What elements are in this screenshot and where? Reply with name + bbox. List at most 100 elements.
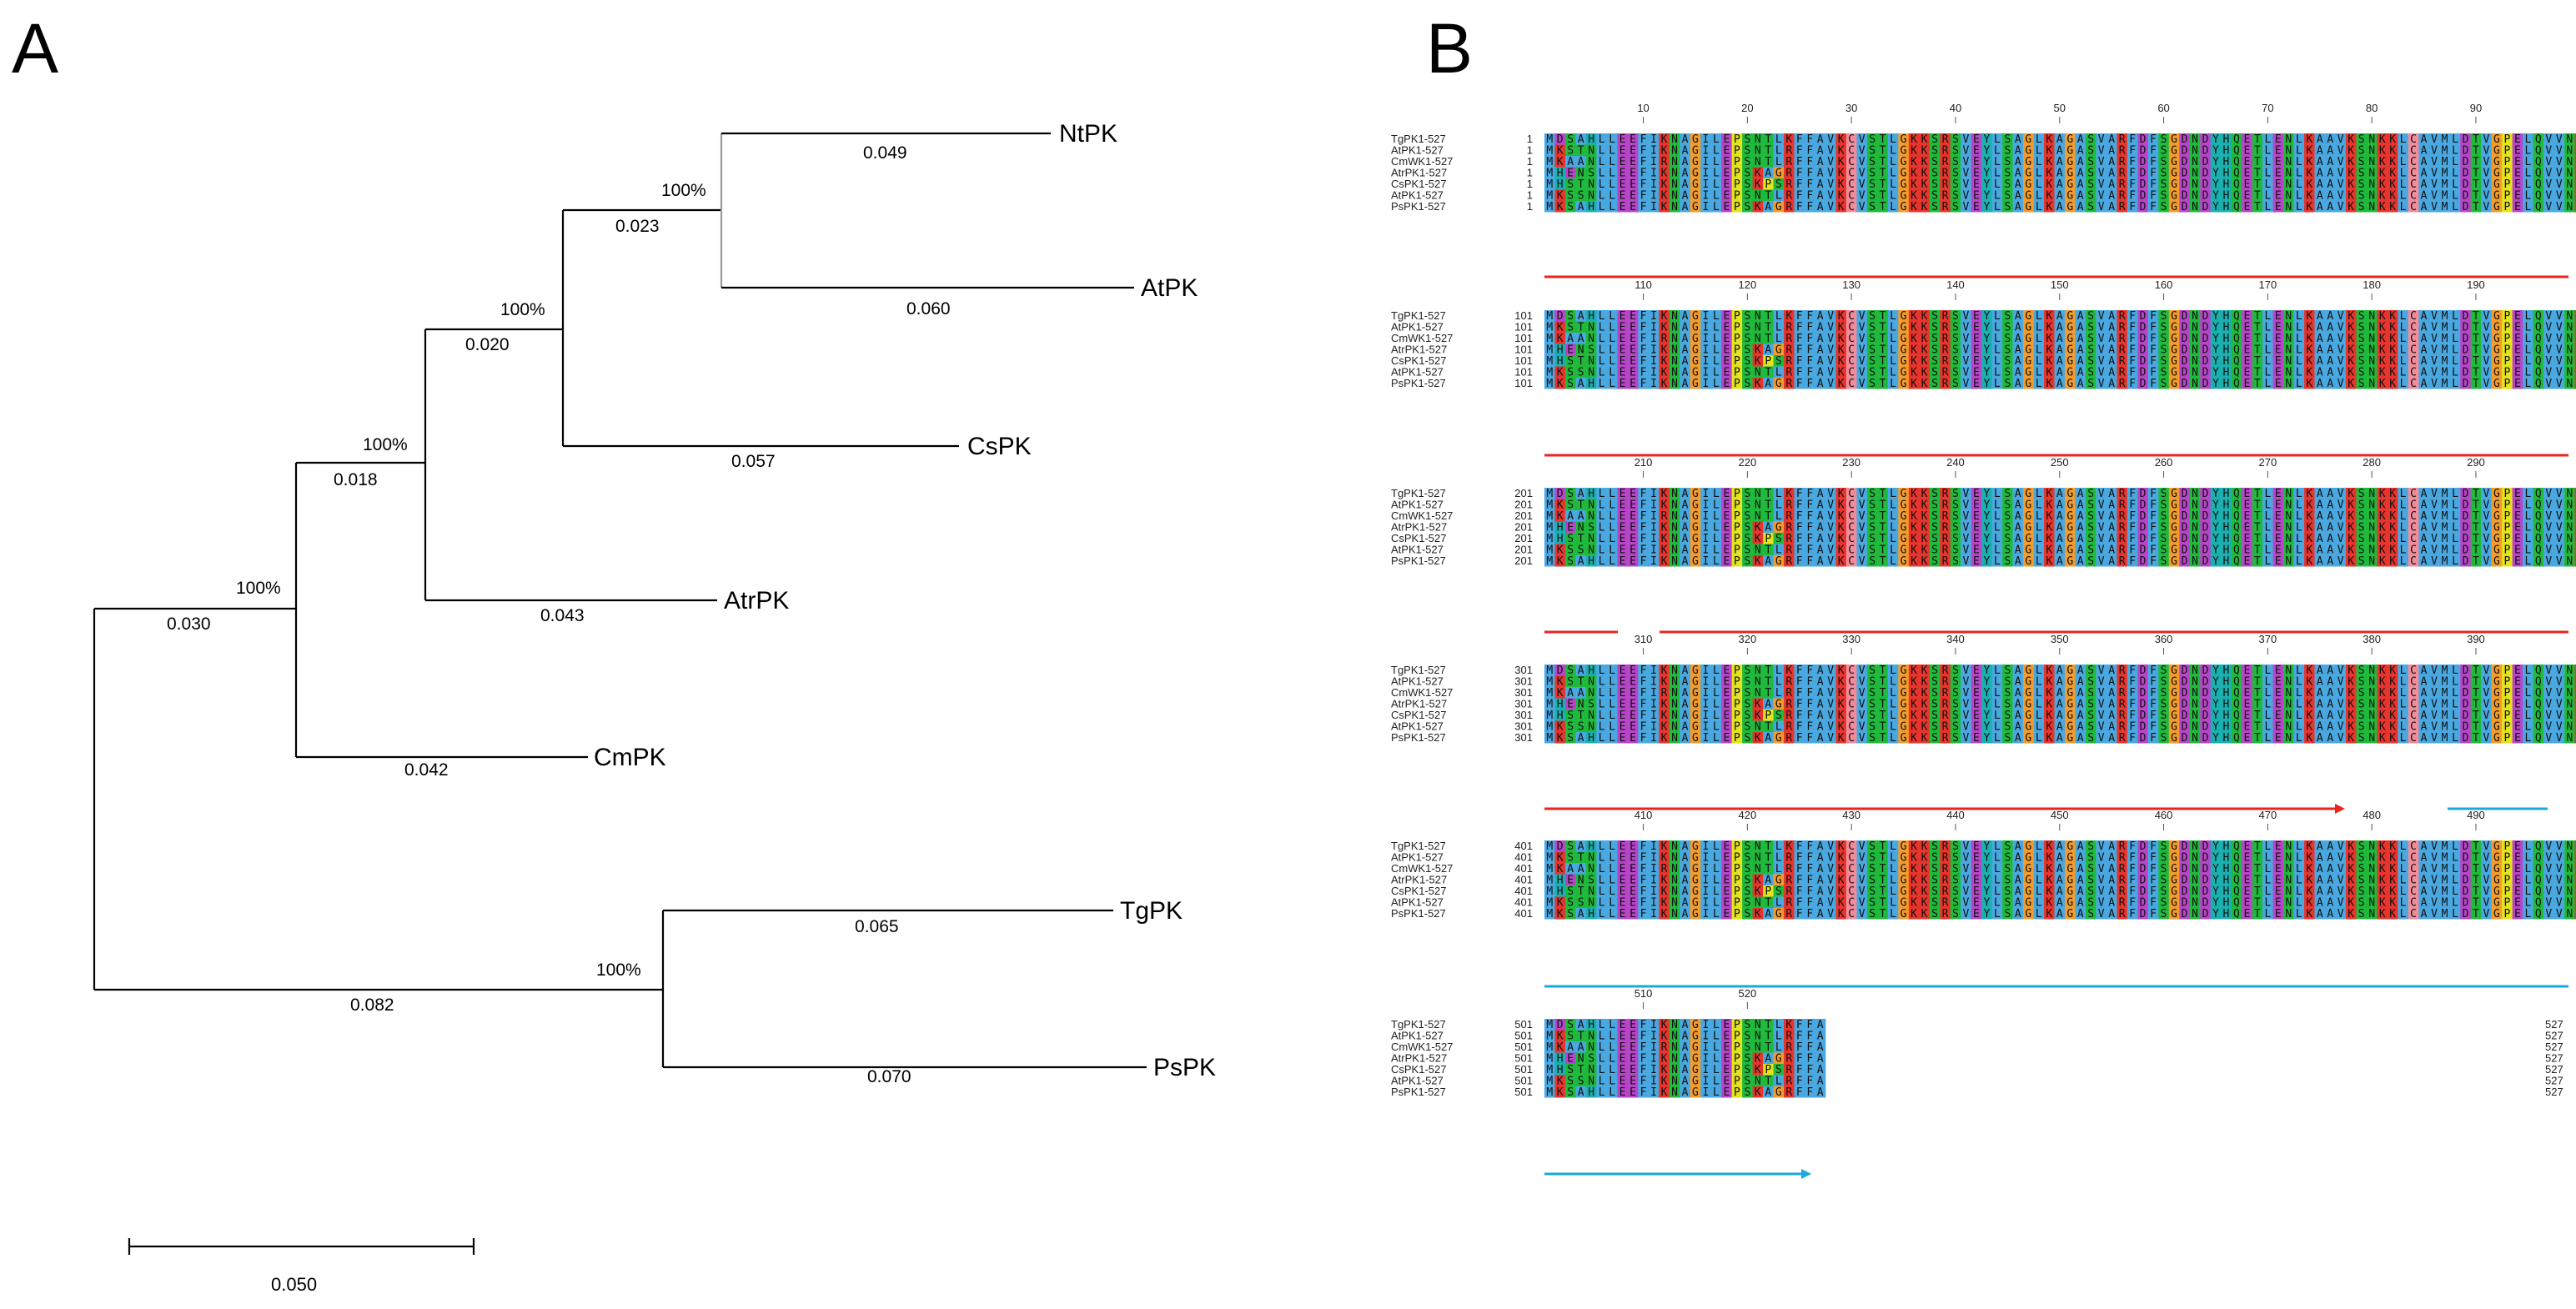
residue-letter: A <box>1578 201 1584 213</box>
residue-letter: E <box>1619 555 1626 568</box>
residue-letter: Y <box>2212 201 2219 213</box>
residue-letter: A <box>1682 133 1689 146</box>
residue-letter: A <box>1682 378 1689 390</box>
residue-letter: R <box>1942 378 1949 390</box>
residue-cell <box>1991 133 2003 145</box>
residue-letter: G <box>1692 201 1699 213</box>
residue-letter: N <box>1671 133 1678 146</box>
residue-letter: V <box>2545 201 2552 213</box>
residue-letter: M <box>2442 555 2448 568</box>
residue-letter: R <box>1785 378 1792 390</box>
residue-letter: V <box>2431 555 2438 568</box>
residue-letter: A <box>1765 201 1771 213</box>
residue-letter: G <box>2066 555 2073 568</box>
residue-letter: R <box>1942 133 1949 146</box>
residue-letter: E <box>1973 133 1980 146</box>
residue-letter: D <box>2463 555 2469 568</box>
bootstrap-label: 100% <box>596 960 641 980</box>
residue-letter: E <box>1973 378 1980 390</box>
residue-letter: N <box>2285 555 2292 568</box>
residue-letter: K <box>2379 378 2386 390</box>
residue-letter: D <box>2463 201 2469 213</box>
residue-cell <box>1638 133 1650 145</box>
residue-letter: K <box>1755 378 1761 390</box>
residue-letter: L <box>2036 378 2042 390</box>
residue-letter: R <box>1785 555 1792 568</box>
residue-letter: Y <box>1983 201 1990 213</box>
residue-letter: A <box>1682 555 1689 568</box>
ruler-tick-label: 370 <box>2259 633 2277 645</box>
residue-letter: L <box>2524 555 2531 568</box>
residue-letter: N <box>2285 378 2292 390</box>
residue-letter: E <box>1629 555 1636 568</box>
row-start-number: 1 <box>1527 133 1533 145</box>
residue-letter: V <box>1859 201 1865 213</box>
residue-letter: G <box>1692 133 1699 146</box>
residue-letter: L <box>2036 201 2042 213</box>
residue-letter: V <box>2431 201 2438 213</box>
residue-letter: A <box>2015 201 2021 213</box>
ruler-tick-label: 320 <box>1739 633 1757 645</box>
ruler-tick-label: 190 <box>2467 278 2485 291</box>
residue-letter: L <box>2400 378 2407 390</box>
residue-letter: L <box>1599 133 1605 146</box>
residue-letter: S <box>1931 133 1938 146</box>
residue-letter: L <box>2524 378 2531 390</box>
residue-letter: S <box>1869 133 1876 146</box>
residue-letter: A <box>2108 378 2115 390</box>
residue-letter: S <box>1567 133 1574 146</box>
residue-letter: E <box>2243 555 2250 568</box>
residue-letter: F <box>2150 378 2157 390</box>
residue-cell <box>1690 133 1701 145</box>
residue-letter: S <box>2161 201 2167 213</box>
residue-letter: V <box>2483 555 2490 568</box>
residue-letter: V <box>1827 555 1834 568</box>
residue-letter: A <box>2077 201 2084 213</box>
residue-cell <box>1877 133 1889 145</box>
residue-letter: E <box>2514 201 2521 213</box>
residue-letter: A <box>2327 378 2333 390</box>
row-start-number: 101 <box>1514 377 1533 389</box>
residue-letter: C <box>2410 555 2417 568</box>
residue-letter: Q <box>2535 201 2542 213</box>
ruler-tick-label: 230 <box>1842 456 1860 469</box>
ruler-tick-label: 90 <box>2470 102 2482 114</box>
residue-cell <box>1929 133 1941 145</box>
residue-letter: F <box>2129 201 2136 213</box>
residue-letter: L <box>1609 201 1615 213</box>
residue-cell <box>1554 133 1566 145</box>
residue-letter: L <box>1713 378 1720 390</box>
residue-letter: P <box>1734 378 1740 390</box>
residue-letter: K <box>1838 133 1845 146</box>
residue-cell <box>2002 133 2013 145</box>
branch-length-label: 0.030 <box>167 614 211 634</box>
residue-cell <box>1971 133 1982 145</box>
residue-letter: N <box>2566 201 2573 213</box>
residue-letter: A <box>2056 133 2063 146</box>
residue-cell <box>1940 133 1951 145</box>
residue-letter: F <box>1806 201 1813 213</box>
residue-letter: P <box>2503 555 2510 568</box>
residue-letter: G <box>2066 378 2073 390</box>
residue-letter: G <box>2493 378 2500 390</box>
residue-letter: L <box>1713 201 1720 213</box>
branch-length-label: 0.018 <box>334 470 378 489</box>
residue-letter: K <box>1911 133 1917 146</box>
residue-letter: V <box>1827 201 1834 213</box>
residue-letter: L <box>1599 378 1605 390</box>
residue-cell <box>1961 133 1972 145</box>
sequence-name: PsPK1-527 <box>1391 554 1446 567</box>
residue-letter: K <box>2389 378 2396 390</box>
residue-letter: V <box>2483 378 2490 390</box>
residue-letter: K <box>1911 555 1917 568</box>
residue-letter: A <box>1817 133 1824 146</box>
residue-letter: I <box>1703 555 1710 568</box>
residue-letter: S <box>2161 378 2167 390</box>
residue-cell <box>1825 133 1836 145</box>
residue-letter: A <box>1682 201 1689 213</box>
residue-cell <box>1763 133 1774 145</box>
residue-letter: D <box>2140 555 2147 568</box>
residue-letter: G <box>1775 378 1782 390</box>
ruler-tick-label: 180 <box>2363 278 2381 291</box>
residue-letter: A <box>2421 201 2428 213</box>
